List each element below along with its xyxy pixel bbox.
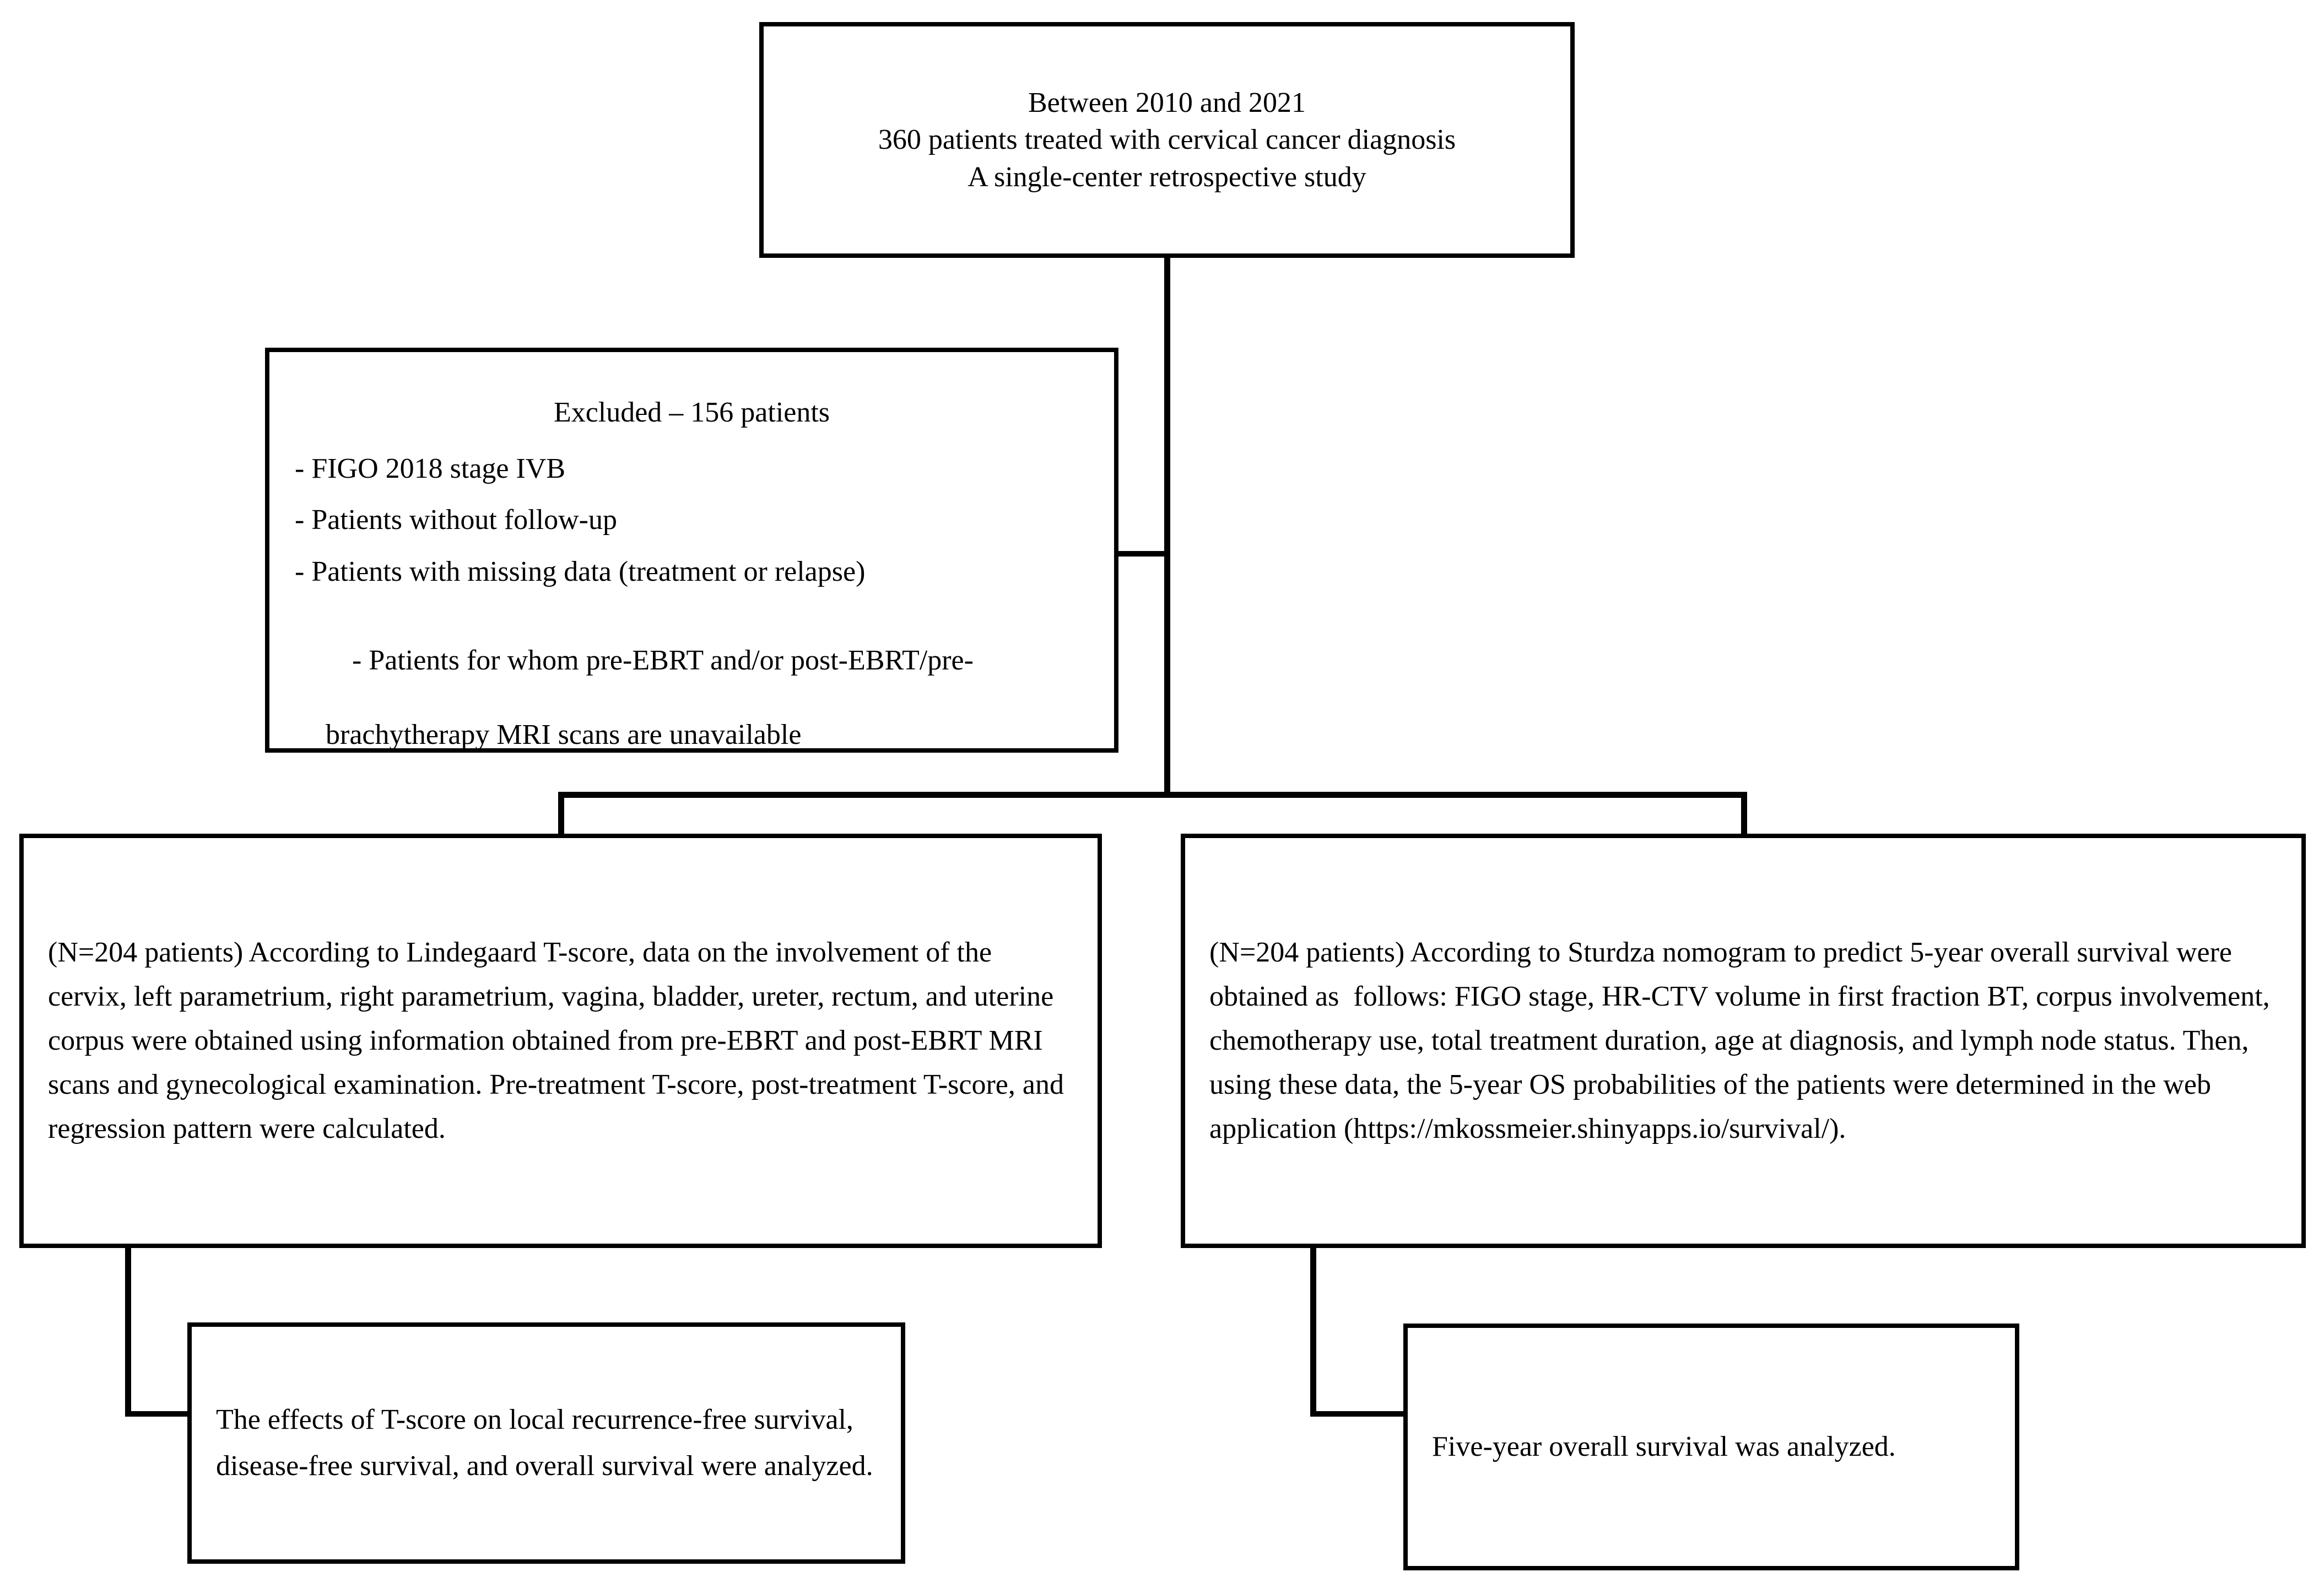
- five-year-os-outcome-text: Five-year overall survival was analyzed.: [1432, 1431, 1896, 1462]
- excluded-criterion-4-line1: - Patients for whom pre-EBRT and/or post…: [352, 644, 974, 676]
- excluded-heading: Excluded – 156 patients: [553, 397, 830, 428]
- connector-drop-to-right-main: [1741, 792, 1747, 837]
- node-sturdza-nomogram-arm: (N=204 patients) According to Sturdza no…: [1181, 834, 2306, 1248]
- connector-right-main-to-right-result-vertical: [1310, 1246, 1316, 1417]
- node-tscore-survival-outcomes: The effects of T-score on local recurren…: [187, 1322, 905, 1564]
- tscore-survival-outcomes-text: The effects of T-score on local recurren…: [216, 1403, 873, 1482]
- connector-drop-to-left-main: [558, 792, 564, 837]
- node-study-population: Between 2010 and 2021 360 patients treat…: [759, 22, 1575, 258]
- excluded-criterion-4-line2: brachytherapy MRI scans are unavailable: [326, 719, 802, 751]
- excluded-criterion-4: - Patients for whom pre-EBRT and/or post…: [295, 604, 1089, 828]
- excluded-criterion-3: - Patients with missing data (treatment …: [295, 555, 866, 587]
- connector-excluded-branch: [1114, 551, 1166, 557]
- lindegaard-tscore-description: (N=204 patients) According to Lindegaard…: [48, 936, 1071, 1145]
- connector-left-main-to-left-result-vertical: [125, 1246, 131, 1417]
- connector-top-to-split-trunk: [1164, 256, 1170, 797]
- study-period-text: Between 2010 and 2021: [1028, 87, 1306, 118]
- connector-right-main-to-right-result-horizontal: [1310, 1411, 1407, 1417]
- excluded-criterion-2: - Patients without follow-up: [295, 504, 617, 536]
- node-excluded-patients: Excluded – 156 patients - FIGO 2018 stag…: [265, 348, 1118, 753]
- excluded-criterion-1: - FIGO 2018 stage IVB: [295, 452, 566, 484]
- sturdza-nomogram-description: (N=204 patients) According to Sturdza no…: [1209, 936, 2277, 1145]
- study-design-text: A single-center retrospective study: [968, 161, 1366, 193]
- node-lindegaard-tscore-arm: (N=204 patients) According to Lindegaard…: [19, 834, 1102, 1248]
- connector-split-bar: [558, 792, 1747, 798]
- connector-left-main-to-left-result-horizontal: [125, 1411, 191, 1417]
- node-five-year-os-outcome: Five-year overall survival was analyzed.: [1403, 1324, 2019, 1570]
- study-cohort-text: 360 patients treated with cervical cance…: [878, 124, 1456, 156]
